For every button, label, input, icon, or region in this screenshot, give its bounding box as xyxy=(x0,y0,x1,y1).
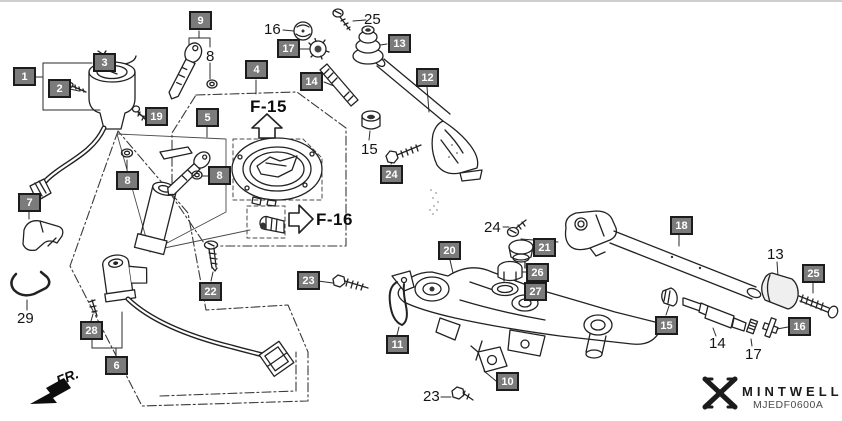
wire-guide-drawing xyxy=(470,340,508,373)
weight-screw-25-right xyxy=(798,294,839,319)
callout-box-16: 16 xyxy=(788,317,811,336)
callout-box-24: 24 xyxy=(380,165,403,184)
callout-15: 15 xyxy=(361,141,378,158)
callout-box-7: 7 xyxy=(18,193,41,212)
callout-box-6: 6 xyxy=(105,356,128,375)
stem-cap-drawing xyxy=(508,239,534,269)
callout-14: 14 xyxy=(709,335,726,352)
callout-25: 25 xyxy=(364,11,381,28)
top-bridge-drawing xyxy=(397,267,661,359)
bushing-13-drawing xyxy=(352,25,384,65)
switch-unit-drawing xyxy=(88,254,295,378)
boundary-chain-lockset-group xyxy=(171,91,347,247)
fuel-cap-drawing xyxy=(231,137,323,207)
hook-11-drawing xyxy=(388,270,415,326)
mintwell-logo-icon xyxy=(702,376,738,410)
boundary-solid-cylinder-group xyxy=(116,133,251,253)
callout-box-21: 21 xyxy=(533,238,556,257)
callout-box-23: 23 xyxy=(297,271,320,290)
boundary-chain-left-group xyxy=(69,130,309,407)
hex-bolt-24-left xyxy=(385,144,422,164)
callout-box-10: 10 xyxy=(496,372,519,391)
callout-box-11: 11 xyxy=(386,335,409,354)
callout-box-26: 26 xyxy=(526,263,549,282)
callout-box-8a: 8 xyxy=(116,171,139,190)
speckle-dots xyxy=(429,189,439,215)
stem-washer-drawing xyxy=(491,281,519,297)
callout-box-12: 12 xyxy=(416,68,439,87)
seat-lock-barrel-drawing xyxy=(259,215,285,234)
collar-15-top-drawing xyxy=(361,110,381,130)
callout-box-9: 9 xyxy=(189,11,212,30)
callout-box-25: 25 xyxy=(802,264,825,283)
nut-17-drawing xyxy=(308,37,330,60)
brand-name: MINTWELL xyxy=(742,384,842,399)
callout-box-1: 1 xyxy=(13,67,36,86)
callout-29: 29 xyxy=(17,310,34,327)
callout-8: 8 xyxy=(206,48,215,65)
screw-22-drawing xyxy=(203,240,219,272)
inner-weight-set-drawing xyxy=(661,287,779,339)
callout-box-18: 18 xyxy=(670,216,693,235)
callout-box-3: 3 xyxy=(93,53,116,72)
callout-box-17: 17 xyxy=(277,39,300,58)
f15-up-arrow xyxy=(251,113,283,139)
flange-bolt-23-left xyxy=(332,274,369,291)
wire-hook-drawing xyxy=(10,270,51,297)
callout-box-28: 28 xyxy=(80,321,103,340)
callout-box-19: 19 xyxy=(145,107,168,126)
callout-box-2: 2 xyxy=(48,79,71,98)
callout-box-15: 15 xyxy=(655,316,678,335)
inner-bolt-14-top-drawing xyxy=(319,63,359,107)
callout-box-22: 22 xyxy=(199,282,222,301)
ref-f16-label: F-16 xyxy=(316,210,353,229)
callout-13: 13 xyxy=(767,246,784,263)
callout-box-5: 5 xyxy=(196,108,219,127)
diagram-code: MJEDF0600A xyxy=(753,399,824,411)
o-ring-8-top xyxy=(206,79,218,89)
page-top-edge xyxy=(0,0,842,2)
stem-nut-drawing xyxy=(497,260,523,282)
cap-16-drawing xyxy=(293,21,313,41)
callout-24: 24 xyxy=(484,219,501,236)
callout-16: 16 xyxy=(264,21,281,38)
ref-f15-label: F-15 xyxy=(250,97,287,116)
f16-right-arrow xyxy=(288,204,314,234)
callout-23: 23 xyxy=(423,388,440,405)
bar-end-weight-drawing xyxy=(761,272,799,310)
wire-clamp-drawing xyxy=(22,220,64,252)
screw-24-mid xyxy=(506,219,527,238)
callout-box-27: 27 xyxy=(524,282,547,301)
callout-box-14: 14 xyxy=(300,72,323,91)
callout-box-4: 4 xyxy=(245,60,268,79)
callout-box-20: 20 xyxy=(438,241,461,260)
handle-pipe-right-drawing xyxy=(564,210,762,300)
fr-direction-arrow xyxy=(30,378,71,404)
key-blank-drawing xyxy=(168,42,203,100)
callout-box-8b: 8 xyxy=(208,166,231,185)
flange-bolt-23-bottom xyxy=(451,386,474,401)
callout-17: 17 xyxy=(745,346,762,363)
top-screw-25-drawing xyxy=(332,8,351,31)
callout-box-13: 13 xyxy=(388,34,411,53)
lock-cylinder-set-drawing xyxy=(120,146,211,256)
